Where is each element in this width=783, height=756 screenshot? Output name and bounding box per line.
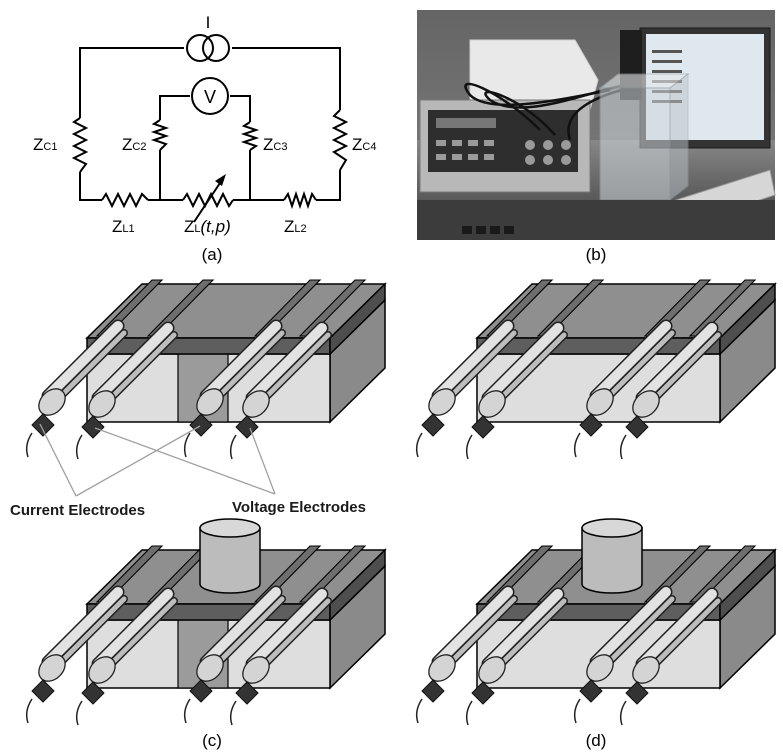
panel-label-a: (a) (202, 245, 223, 264)
zl1-label: ZL1 (112, 217, 135, 236)
voltage-electrodes-label: Voltage Electrodes (232, 499, 366, 516)
panel-label-d: (d) (586, 731, 607, 750)
zc2-label: ZC2 (122, 135, 146, 154)
meter-label: V (204, 87, 216, 107)
electrode-block-bottom-right: (d) (417, 518, 777, 750)
zc4-label: ZC4 (352, 135, 376, 154)
panel-label-b: (b) (586, 245, 607, 264)
electrode-block-bottom-left: (c) (27, 518, 387, 750)
source-label: I (206, 13, 211, 32)
electrode-block-top-left: Current Electrodes Voltage Electrodes (10, 279, 387, 519)
circuit-diagram: I V ZC1 ZC2 ZC3 ZC4 ZL1 ZL2 ZL(t,p) (a) (33, 13, 376, 264)
photo-panel: (b) (417, 10, 776, 264)
current-source-icon (186, 34, 230, 62)
zc1-label: ZC1 (33, 135, 57, 154)
current-electrodes-label: Current Electrodes (10, 502, 145, 519)
zl2-label: ZL2 (284, 217, 307, 236)
zc3-label: ZC3 (263, 135, 287, 154)
voltmeter-icon (191, 77, 229, 115)
panel-label-c: (c) (202, 731, 222, 750)
electrode-block-top-right (417, 279, 777, 459)
zl-variable-label: ZL(t,p) (184, 217, 231, 236)
